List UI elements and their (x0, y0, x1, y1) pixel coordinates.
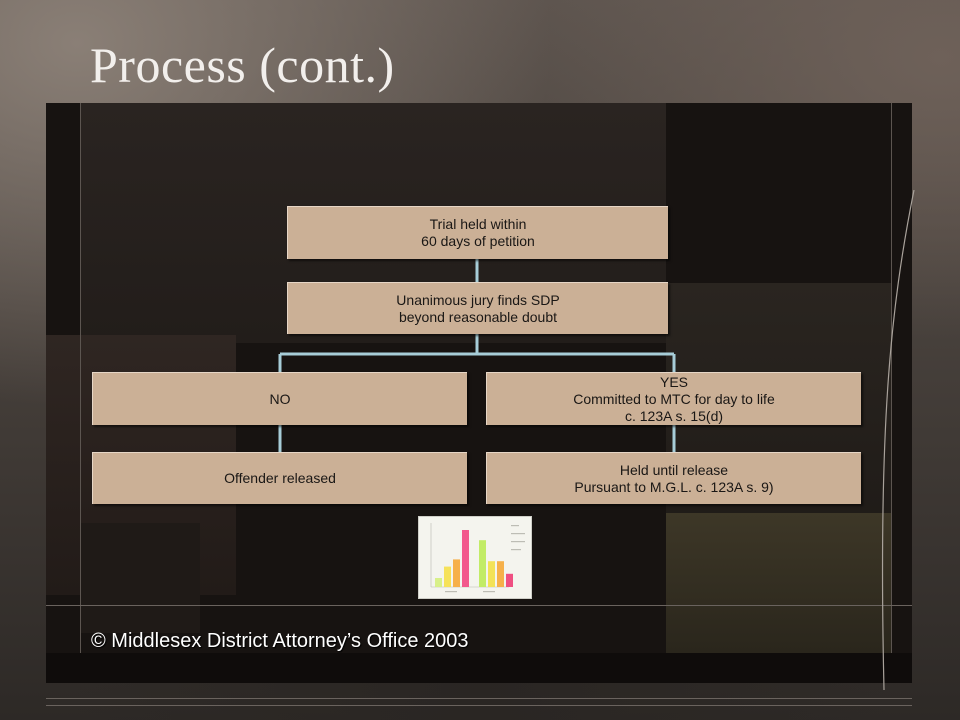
footer-bar (46, 653, 912, 683)
yes-line-1: YES (659, 373, 688, 390)
held-line-2: Pursuant to M.G.L. c. 123A s. 9) (574, 478, 774, 495)
thumbnail-bar (444, 566, 451, 587)
trial-box: Trial held within 60 days of petition (287, 206, 668, 259)
offender-released-box: Offender released (92, 452, 467, 504)
jury-line-1: Unanimous jury finds SDP (396, 291, 560, 308)
no-box: NO (92, 372, 467, 425)
no-label: NO (269, 390, 291, 407)
thumbnail-bar (453, 559, 460, 587)
slide-title: Process (cont.) (90, 37, 395, 93)
yes-box: YES Committed to MTC for day to life c. … (486, 372, 861, 425)
copyright-footer: © Middlesex District Attorney’s Office 2… (91, 630, 469, 652)
thumbnail-bar (488, 561, 495, 587)
thumbnail-bar (506, 573, 513, 587)
trial-line-2: 60 days of petition (421, 233, 535, 249)
bottom-rule-lines (46, 698, 912, 706)
chart-thumbnail-image (418, 516, 532, 599)
decorative-arc (881, 190, 915, 690)
thumbnail-bar (435, 578, 442, 587)
yes-line-3: c. 123A s. 15(d) (624, 407, 724, 424)
held-line-1: Held until release (619, 461, 729, 478)
thumbnail-bar (497, 561, 504, 587)
jury-line-2: beyond reasonable doubt (398, 308, 558, 325)
thumbnail-bar (462, 530, 469, 587)
thumbnail-bar (479, 540, 486, 587)
jury-box: Unanimous jury finds SDP beyond reasonab… (287, 282, 668, 334)
yes-line-2: Committed to MTC for day to life (573, 390, 775, 407)
held-until-release-box: Held until release Pursuant to M.G.L. c.… (486, 452, 861, 504)
trial-line-1: Trial held within (429, 216, 527, 232)
released-label: Offender released (224, 470, 336, 486)
